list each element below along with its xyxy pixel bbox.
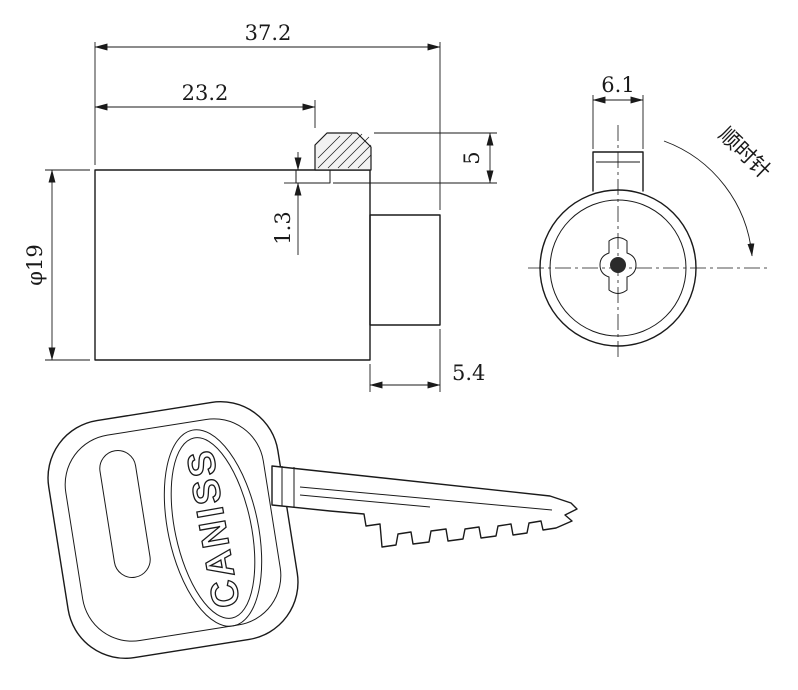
rotation-label: 顺时针 [714, 122, 776, 183]
cylinder-rear-extension [369, 214, 441, 326]
rotation-indicator: 顺时针 [663, 122, 776, 257]
key-head-outline [47, 400, 299, 660]
lock-face-outer-circle [539, 189, 697, 347]
brand-oval-inner [170, 437, 256, 619]
cam-tip-front [592, 151, 644, 192]
clockwise-arc-arrow [663, 140, 755, 257]
dim-text-1-3: 1.3 [271, 211, 295, 244]
dimension-diameter: φ19 [23, 169, 90, 361]
cam-hatch [317, 133, 372, 169]
key-head-slot [99, 450, 151, 578]
keyway-center-hole [610, 257, 626, 273]
dim-text-diameter: φ19 [23, 244, 47, 285]
key-drawing: CANISS [47, 400, 578, 660]
dimension-total-length: 37.2 [94, 21, 441, 210]
dim-text-5: 5 [460, 151, 484, 164]
cam-outline [314, 132, 372, 171]
dim-text-37-2: 37.2 [245, 21, 292, 45]
dimension-cam-height: 5 [333, 132, 497, 184]
front-view-lock-face: 6.1 顺时针 [528, 73, 776, 358]
side-view-lock-cylinder: 37.2 23.2 φ19 5 1.3 [23, 21, 497, 392]
brand-oval-outer [163, 429, 263, 627]
blade-groove-line-1 [299, 486, 553, 511]
key-head-inner-line [64, 418, 282, 642]
dim-text-6-1: 6.1 [601, 73, 634, 97]
dimension-step: 1.3 [271, 152, 302, 255]
cylinder-body-outline [94, 169, 371, 361]
dim-text-5-4: 5.4 [452, 361, 485, 385]
cam-shape [295, 132, 372, 184]
dimension-body-length: 23.2 [94, 81, 316, 128]
dimension-rear-length: 5.4 [369, 329, 485, 392]
cam-step-tab [295, 170, 331, 184]
blade-groove-line-2 [299, 494, 431, 508]
lock-face-inner-circle [549, 199, 687, 337]
dimension-cam-width: 6.1 [592, 73, 644, 149]
keyway-outline [599, 237, 637, 294]
dim-text-23-2: 23.2 [182, 81, 229, 105]
keyway [599, 237, 637, 294]
